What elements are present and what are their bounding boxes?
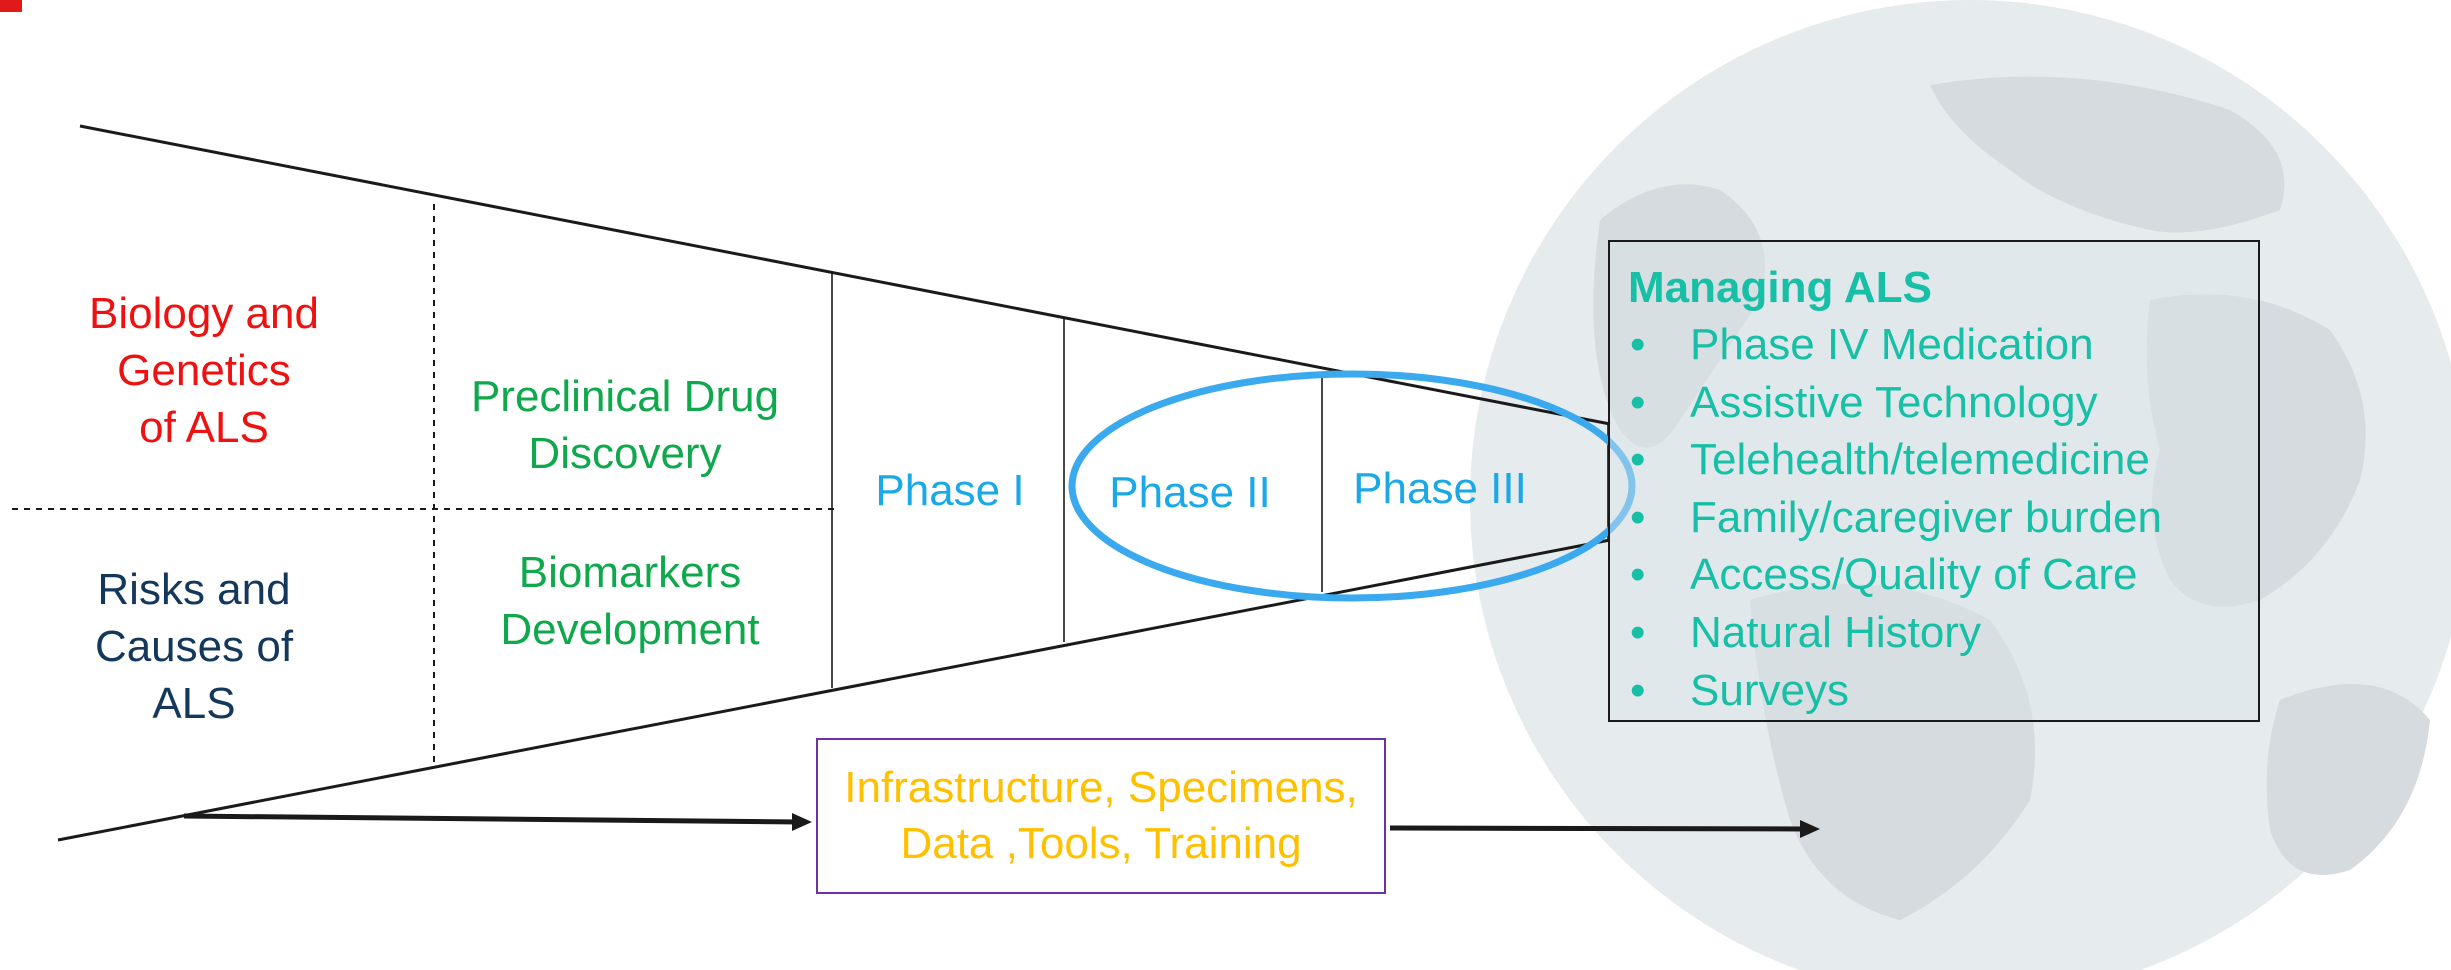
label-line: Development <box>500 605 760 654</box>
list-item: Surveys <box>1628 662 2162 720</box>
label-risks-causes: Risks and Causes of ALS <box>44 561 344 732</box>
label-phase-2: Phase II <box>1109 468 1271 517</box>
label-line: of ALS <box>139 403 269 452</box>
list-item: Access/Quality of Care <box>1628 546 2162 604</box>
label-line: Discovery <box>528 429 722 478</box>
label-line: Causes of <box>94 622 294 671</box>
label-biomarkers-development: Biomarkers Development <box>440 544 820 658</box>
infrastructure-line: Infrastructure, Specimens, <box>844 763 1358 812</box>
funnel-bottom-line <box>57 538 1611 842</box>
infrastructure-line: Data ,Tools, Training <box>900 819 1302 868</box>
list-item: Assistive Technology <box>1628 374 2162 432</box>
list-item: Phase IV Medication <box>1628 316 2162 374</box>
label-biology-genetics: Biology and Genetics of ALS <box>54 285 354 456</box>
label-line: Preclinical Drug <box>470 372 780 421</box>
infrastructure-arrows <box>183 813 1820 838</box>
arrow-left-shaft <box>183 813 801 825</box>
managing-als-list: Phase IV Medication Assistive Technology… <box>1628 316 2162 719</box>
infrastructure-box: Infrastructure, Specimens, Data ,Tools, … <box>816 738 1386 894</box>
label-phase-3: Phase III <box>1353 464 1527 513</box>
corner-accent <box>0 0 22 12</box>
list-item: Family/caregiver burden <box>1628 489 2162 547</box>
label-line: Biomarkers <box>518 548 742 597</box>
arrow-right-shaft <box>1389 825 1806 832</box>
label-line: Genetics <box>117 346 291 395</box>
list-item: Telehealth/telemedicine <box>1628 431 2162 489</box>
label-line: ALS <box>152 679 236 728</box>
arrow-right-head <box>1800 820 1820 838</box>
managing-als-title: Managing ALS <box>1628 263 1932 312</box>
label-phase-1: Phase I <box>875 466 1025 515</box>
managing-als-box: Managing ALS Phase IV Medication Assisti… <box>1608 240 2260 722</box>
label-line: Risks and <box>97 565 291 614</box>
label-line: Biology and <box>89 289 319 338</box>
list-item: Natural History <box>1628 604 2162 662</box>
label-preclinical-drug-discovery: Preclinical Drug Discovery <box>440 368 810 482</box>
arrow-left-head <box>792 813 812 831</box>
